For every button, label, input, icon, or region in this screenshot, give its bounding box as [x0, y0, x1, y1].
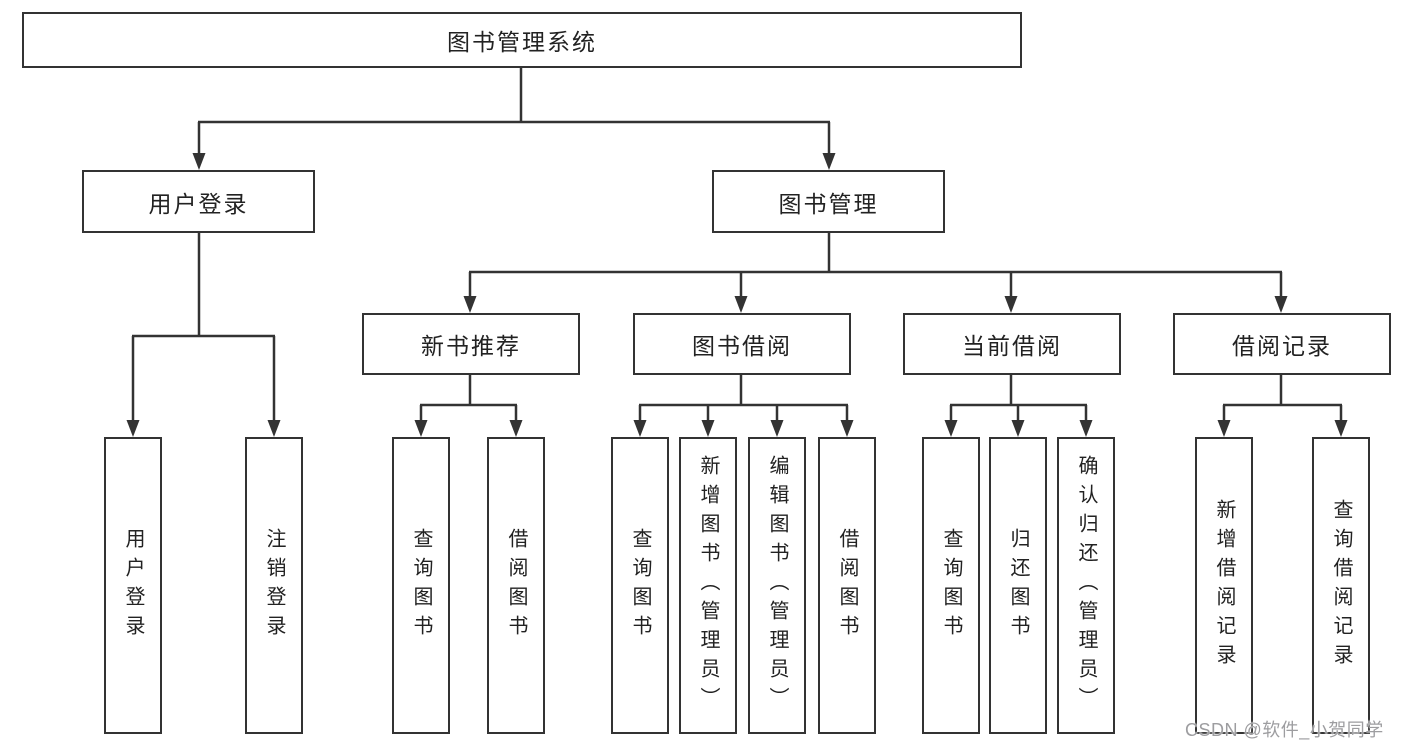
leaf-add-borrow-record: 新增借阅记录 [1195, 437, 1253, 734]
node-root-system: 图书管理系统 [22, 12, 1022, 68]
node-label: 借阅图书 [836, 527, 858, 644]
leaf-query-borrow-record: 查询借阅记录 [1312, 437, 1370, 734]
node-label: 当前借阅 [962, 333, 1062, 359]
leaf-add-books-admin: 新增图书（管理员） [679, 437, 737, 734]
node-label: 用户登录 [148, 190, 249, 217]
node-label: 注销登录 [263, 527, 285, 644]
node-current-borrow: 当前借阅 [903, 313, 1121, 375]
arrowheads [126, 153, 1348, 437]
node-borrow-records: 借阅记录 [1173, 313, 1391, 375]
leaf-logout: 注销登录 [245, 437, 303, 734]
leaf-query-books: 查询图书 [392, 437, 450, 734]
node-label: 编辑图书（管理员） [766, 455, 788, 716]
node-user-login-branch: 用户登录 [82, 170, 315, 233]
node-label: 查询图书 [629, 527, 651, 644]
node-label: 查询借阅记录 [1330, 498, 1352, 673]
leaf-query-books: 查询图书 [611, 437, 669, 734]
node-label: 确认归还（管理员） [1075, 455, 1097, 716]
node-label: 查询图书 [940, 527, 962, 644]
node-label: 图书借阅 [692, 333, 792, 359]
node-label: 用户登录 [122, 527, 144, 644]
csdn-watermark: CSDN @软件_小贺同学 [1185, 720, 1384, 740]
leaf-confirm-return-admin: 确认归还（管理员） [1057, 437, 1115, 734]
leaf-query-books: 查询图书 [922, 437, 980, 734]
node-label: 新增借阅记录 [1213, 498, 1235, 673]
node-label: 借阅图书 [505, 527, 527, 644]
node-label: 图书管理 [778, 190, 879, 217]
node-book-management-branch: 图书管理 [712, 170, 945, 233]
leaf-edit-books-admin: 编辑图书（管理员） [748, 437, 806, 734]
node-label: 新增图书（管理员） [697, 455, 719, 716]
node-new-book-recommend: 新书推荐 [362, 313, 580, 375]
node-label: 查询图书 [410, 527, 432, 644]
node-book-borrow: 图书借阅 [633, 313, 851, 375]
node-label: 新书推荐 [421, 333, 521, 359]
leaf-borrow-books: 借阅图书 [487, 437, 545, 734]
leaf-return-books: 归还图书 [989, 437, 1047, 734]
node-label: 借阅记录 [1232, 333, 1332, 359]
node-label: 图书管理系统 [447, 29, 597, 55]
leaf-user-login: 用户登录 [104, 437, 162, 734]
node-label: 归还图书 [1007, 527, 1029, 644]
leaf-borrow-books: 借阅图书 [818, 437, 876, 734]
